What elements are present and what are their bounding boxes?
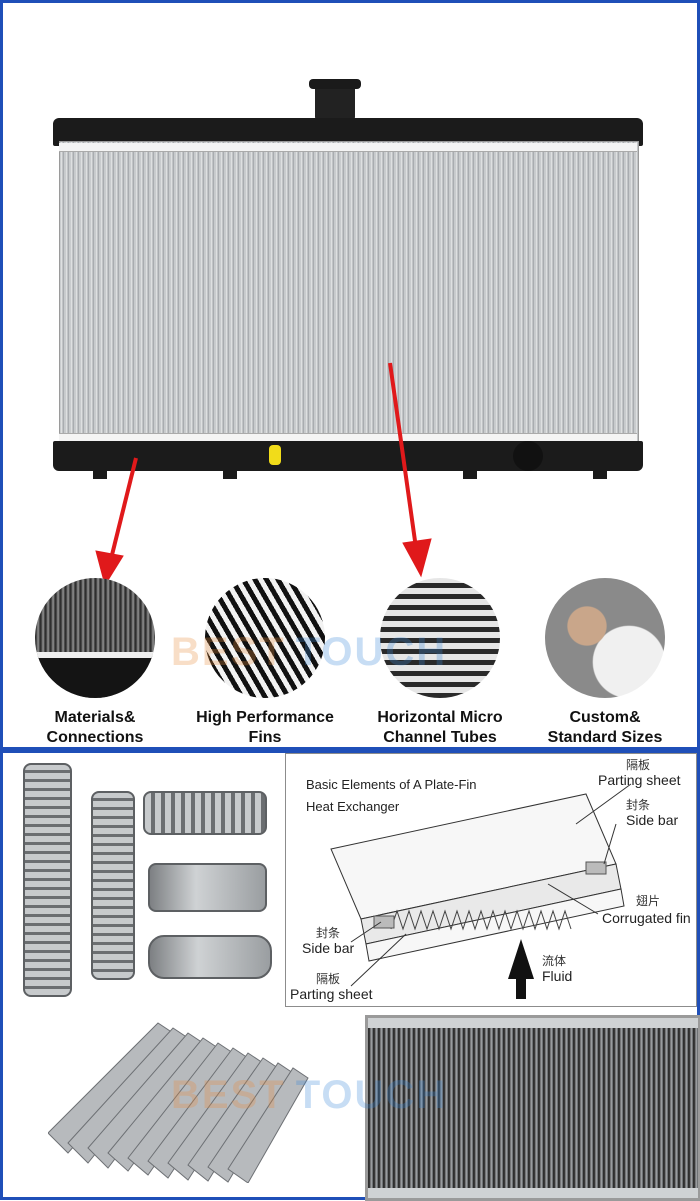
radiator-foot <box>593 465 607 479</box>
side-bar-left <box>373 915 395 929</box>
tank-part <box>148 863 267 912</box>
header-part <box>143 791 267 835</box>
feature-custom: Custom& Standard Sizes <box>530 578 680 748</box>
leader-line <box>547 883 599 915</box>
radiator-bottom-strip <box>59 433 637 442</box>
side-bar-right <box>585 861 607 875</box>
corrugated-fin-label: Corrugated fin <box>602 910 691 926</box>
parts-photo <box>3 753 283 1003</box>
radiator-bottom-tank <box>53 441 643 471</box>
leader-line <box>350 921 382 943</box>
radiator-drain-plug <box>269 445 281 465</box>
corrugated-fin-cn: 翅片 <box>636 894 661 908</box>
radiator-outlet <box>513 441 543 471</box>
arrow-left-head <box>95 550 124 587</box>
feature-materials: Materials& Connections <box>20 578 170 748</box>
side-bar-left-label: Side bar <box>302 940 355 956</box>
watermark-best: BEST <box>171 630 286 674</box>
bottom-section: Basic Elements of A Plate-Fin Heat Excha… <box>3 753 700 1201</box>
tube-part <box>23 763 72 997</box>
parting-sheet-cn: 隔板 <box>626 758 651 772</box>
parting-sheet-left-label: Parting sheet <box>290 986 373 1002</box>
plate-fin-diagram: Basic Elements of A Plate-Fin Heat Excha… <box>285 753 697 1007</box>
pointer-arrows <box>95 362 432 587</box>
fin-stack-photo <box>48 1022 309 1183</box>
radiator-core <box>59 141 639 443</box>
custom-sizes-image <box>545 578 665 698</box>
fluid-cn: 流体 <box>542 954 567 968</box>
fluid-arrow <box>508 939 534 999</box>
top-section: Materials& Connections High Performance … <box>3 3 697 747</box>
feature-fins: High Performance Fins <box>190 578 340 748</box>
arrow-right-line <box>388 362 418 549</box>
radiator-cap <box>309 79 361 121</box>
diagram-title-line: Basic Elements of A Plate-Fin <box>306 777 477 792</box>
watermark-touch: TOUCH <box>295 1073 448 1117</box>
tubes-image <box>380 578 500 698</box>
diagram-title: Basic Elements of A Plate-Fin Heat Excha… <box>306 774 477 818</box>
side-bar-cn: 封条 <box>626 798 651 812</box>
radiator-core-photo <box>365 1015 700 1201</box>
cover-part <box>148 935 272 979</box>
corrugated-fin-lines <box>390 909 572 931</box>
watermark-best: BEST <box>171 1073 286 1117</box>
arrow-right-head <box>402 538 432 578</box>
fluid-label: Fluid <box>542 968 573 984</box>
fins-image <box>205 578 325 698</box>
leader-line <box>350 933 407 987</box>
side-bar-label: Side bar <box>626 812 679 828</box>
watermark-touch: TOUCH <box>295 630 448 674</box>
tube-part <box>91 791 135 980</box>
radiator-photo <box>53 73 643 483</box>
radiator-foot <box>223 465 237 479</box>
feature-label: Custom& Standard Sizes <box>547 709 663 746</box>
bottom-parting-sheet <box>365 888 625 962</box>
radiator-foot <box>93 465 107 479</box>
side-bar-left-cn: 封条 <box>316 926 341 940</box>
section-divider <box>0 747 700 753</box>
feature-label: High Performance Fins <box>196 709 334 746</box>
radiator-top-strip <box>59 143 637 152</box>
feature-label: Horizontal Micro Channel Tubes <box>377 709 503 746</box>
feature-label: Materials& Connections <box>46 709 144 746</box>
feature-tubes: Horizontal Micro Channel Tubes <box>365 578 515 748</box>
parting-sheet-left-cn: 隔板 <box>316 972 341 986</box>
diagram-drawing <box>330 783 632 999</box>
diagram-title-line: Heat Exchanger <box>306 799 400 814</box>
leader-line <box>603 823 617 865</box>
materials-image <box>35 578 155 698</box>
radiator-foot <box>463 465 477 479</box>
leader-line <box>575 783 632 825</box>
parting-sheet-label: Parting sheet <box>598 772 681 788</box>
arrow-left-line <box>108 457 138 564</box>
